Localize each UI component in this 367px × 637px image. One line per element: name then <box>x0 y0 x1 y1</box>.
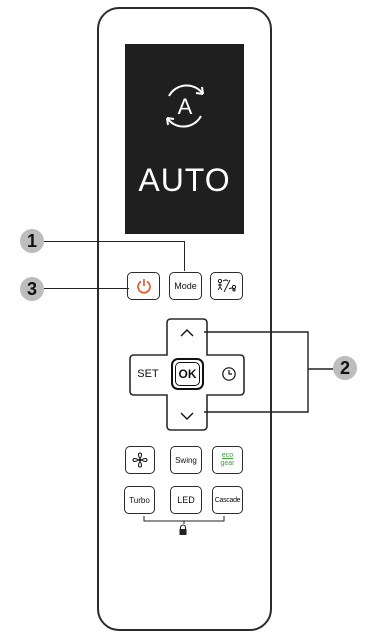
auto-a-cycle-icon: A <box>166 84 204 128</box>
fan-speed-button[interactable] <box>125 446 155 474</box>
clock-icon <box>222 367 236 381</box>
cascade-button[interactable]: Cascade <box>212 486 243 514</box>
callout-1: 1 <box>20 229 44 253</box>
ok-label: OK <box>175 362 200 386</box>
turbo-button[interactable]: Turbo <box>124 486 155 514</box>
power-icon <box>136 279 151 294</box>
mode-label: AUTO <box>138 162 231 198</box>
led-button[interactable]: LED <box>170 486 202 514</box>
down-button[interactable] <box>172 403 202 429</box>
display-screen: A AUTO <box>125 44 244 234</box>
chevron-up-icon <box>180 329 194 337</box>
eco-label: eco <box>221 452 234 459</box>
callout-2: 2 <box>333 356 357 380</box>
power-button[interactable] <box>127 272 160 300</box>
up-button[interactable] <box>172 320 202 346</box>
gear-label: gear <box>220 460 235 467</box>
callout-2-lines <box>204 331 333 413</box>
fan-icon <box>132 452 148 468</box>
lock-icon <box>179 524 187 535</box>
callout-1-line-h <box>44 241 185 243</box>
child-lock-bracket <box>143 516 225 524</box>
eco-gear-button[interactable]: eco gear <box>212 446 243 474</box>
ok-button[interactable]: OK <box>171 358 204 390</box>
chevron-down-icon <box>180 412 194 420</box>
callout-3-line <box>44 288 129 290</box>
callout-3: 3 <box>20 277 44 301</box>
svg-text:A: A <box>178 94 193 119</box>
timer-button[interactable] <box>213 359 245 389</box>
set-button[interactable]: SET <box>137 368 159 380</box>
swing-button[interactable]: Swing <box>170 446 202 474</box>
mode-button[interactable]: Mode <box>169 272 202 300</box>
callout-1-line-v <box>184 241 186 271</box>
fan-direction-button[interactable] <box>210 272 243 300</box>
person-airflow-icon <box>217 278 236 293</box>
